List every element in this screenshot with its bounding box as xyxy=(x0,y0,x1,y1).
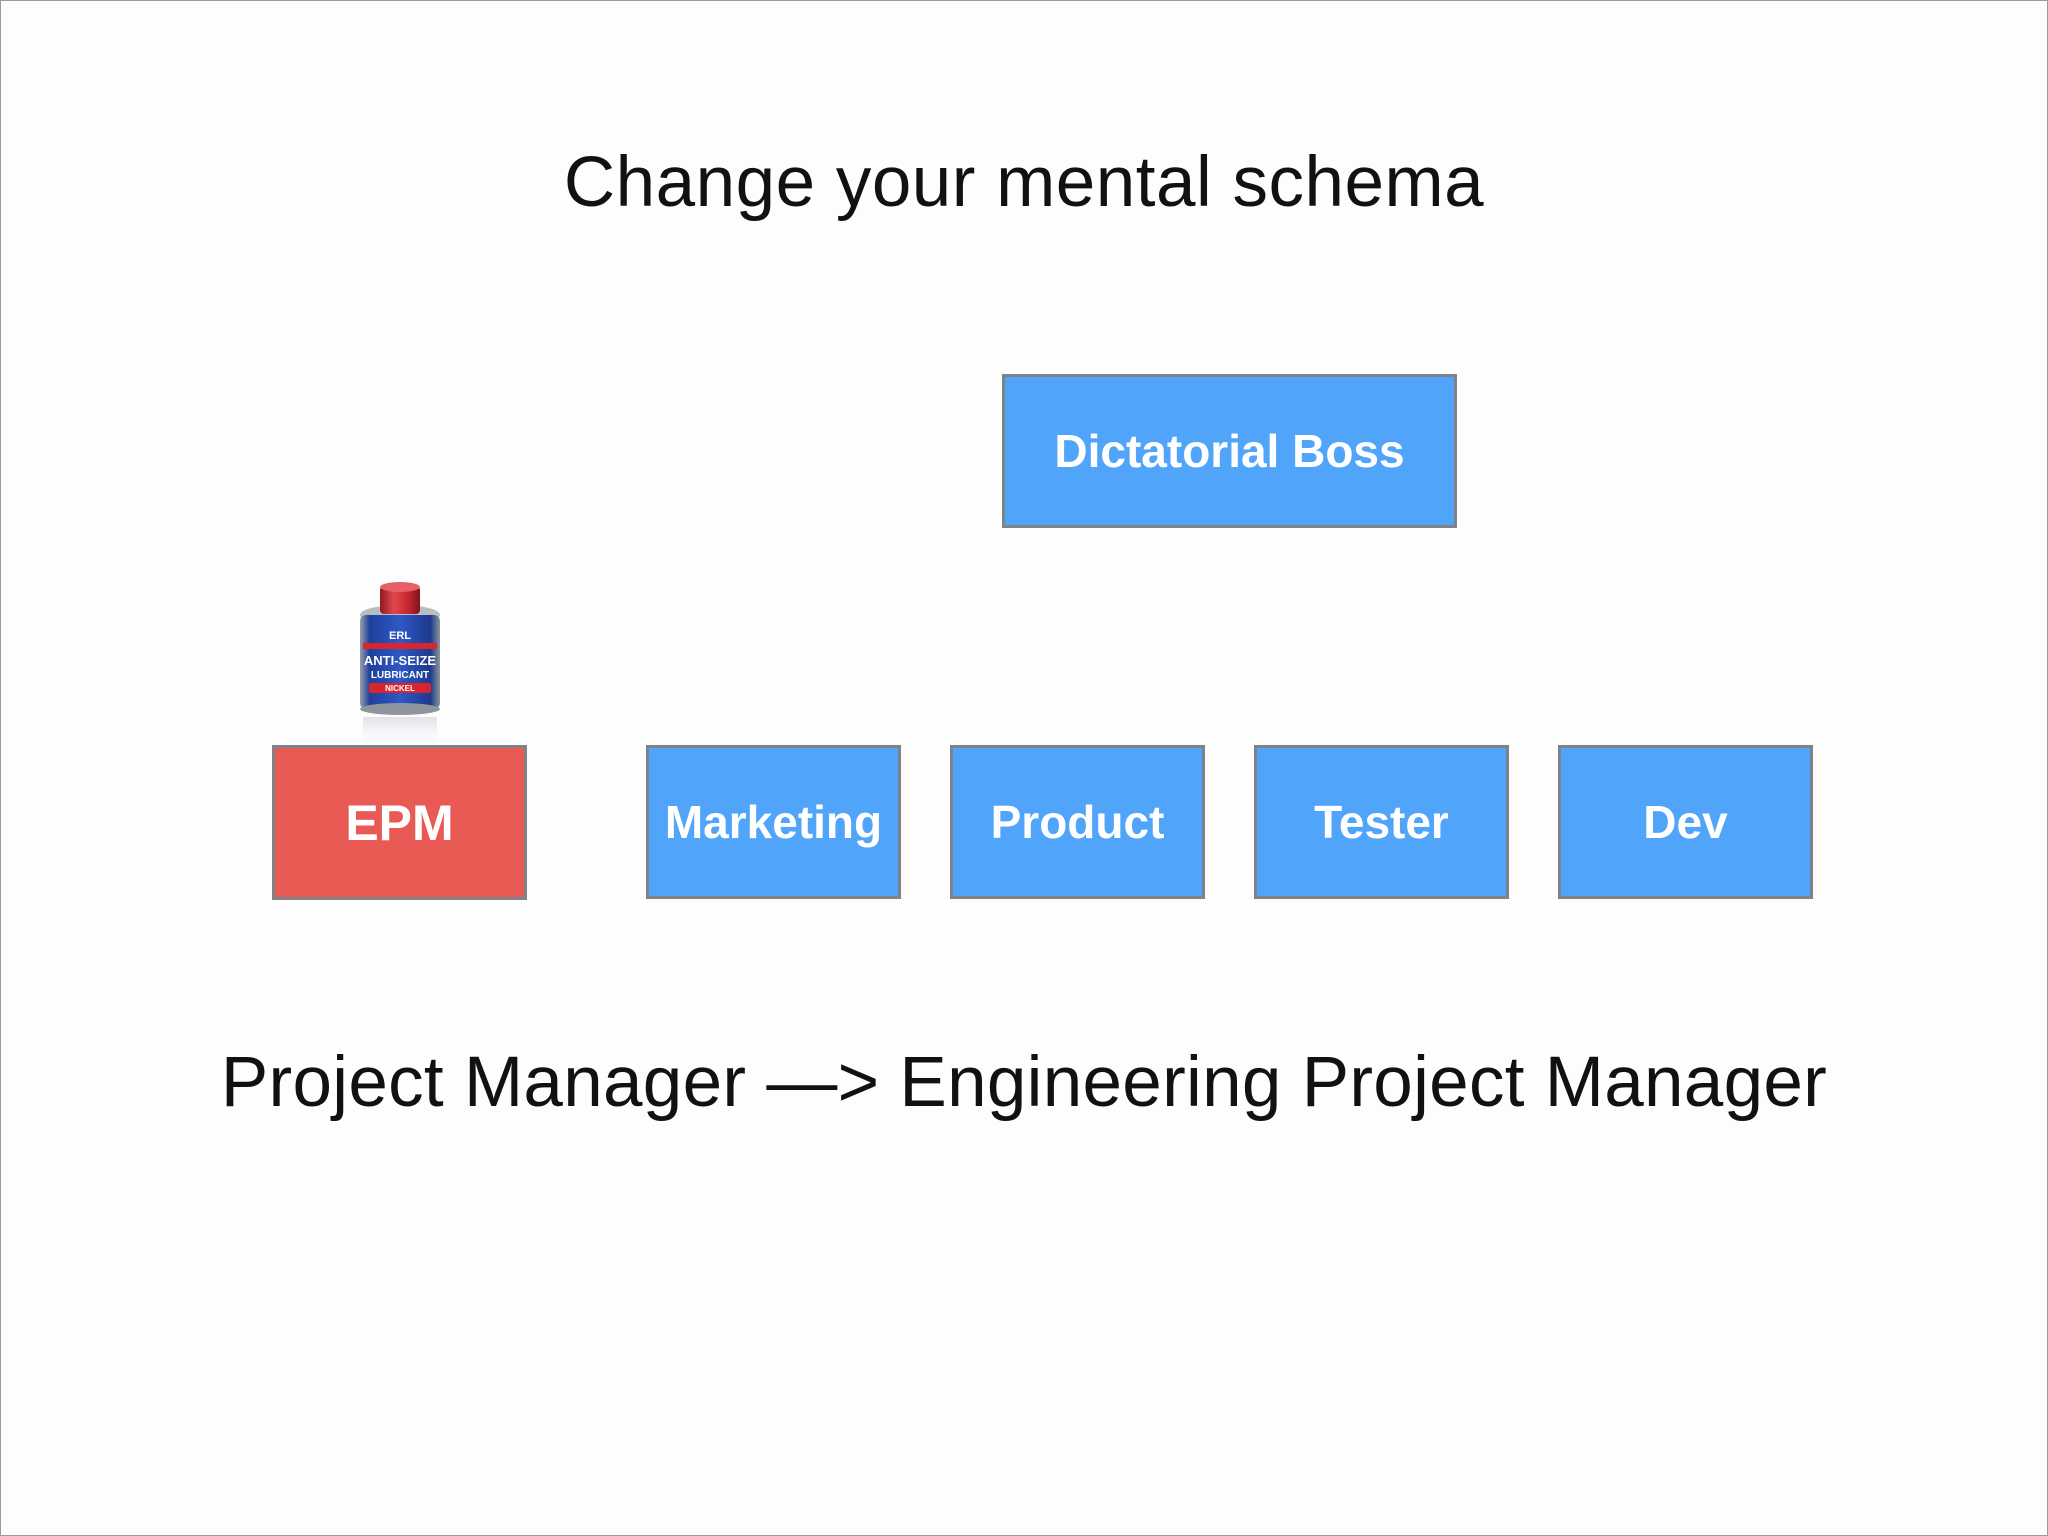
team-box-epm: EPM xyxy=(272,745,527,900)
dictatorial-boss-label: Dictatorial Boss xyxy=(1054,425,1405,477)
can-brand: ERL xyxy=(389,630,411,642)
team-box-marketing: Marketing xyxy=(646,745,901,899)
anti-seize-lubricant-can-icon: ERL ANTI-SEIZE LUBRICANT NICKEL xyxy=(360,582,440,749)
team-box-tester: Tester xyxy=(1254,745,1509,899)
team-label-product: Product xyxy=(990,796,1165,848)
can-line1: ANTI-SEIZE xyxy=(364,653,437,668)
team-label-marketing: Marketing xyxy=(664,796,883,848)
team-label-epm: EPM xyxy=(345,794,454,851)
dictatorial-boss-box: Dictatorial Boss xyxy=(1002,374,1457,528)
team-box-dev: Dev xyxy=(1558,745,1813,899)
team-label-dev: Dev xyxy=(1643,796,1728,848)
team-box-product: Product xyxy=(950,745,1205,899)
can-line2: LUBRICANT xyxy=(371,670,429,681)
bottom-caption: Project Manager —> Engineering Project M… xyxy=(220,1043,1828,1122)
team-label-tester: Tester xyxy=(1314,796,1449,848)
can-line3: NICKEL xyxy=(385,684,415,693)
slide-title: Change your mental schema xyxy=(563,143,1485,222)
